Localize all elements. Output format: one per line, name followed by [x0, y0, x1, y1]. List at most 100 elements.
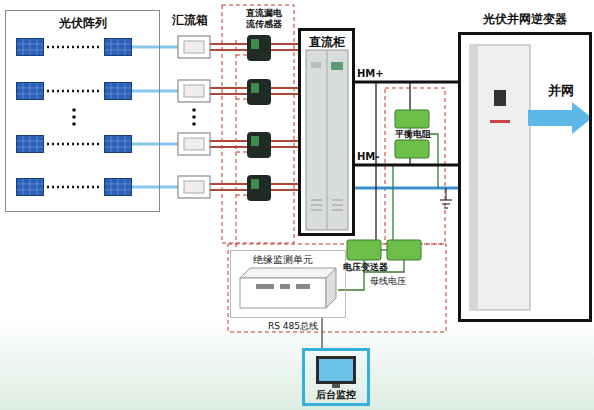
connector-line: [355, 164, 458, 167]
node-text: 后台监控: [305, 388, 367, 402]
combiner-box: [178, 176, 210, 198]
inverter-cabinet: [490, 120, 510, 123]
pv-panel: [17, 83, 44, 100]
dc-cabinet-illustration: [306, 50, 348, 230]
dashed-signal-line: [222, 5, 446, 332]
ellipsis-dots: [192, 115, 196, 119]
monitoring-device: [296, 284, 310, 289]
leakage-current-sensor: [247, 132, 271, 158]
combiner-box: [178, 36, 210, 198]
ellipsis-dots: [72, 122, 76, 126]
monitor-screen: [316, 356, 356, 388]
output-label: 并网: [548, 82, 574, 100]
ground-line: [355, 187, 458, 190]
ground-symbol: [440, 188, 452, 208]
ground-symbol: [445, 188, 446, 200]
combiner-box: [178, 80, 210, 102]
combiner-box: [184, 85, 204, 97]
ellipsis-dots: [72, 108, 196, 126]
ground-symbol: [440, 199, 452, 200]
voltage-transmitter: [347, 240, 381, 260]
wire: [429, 134, 438, 188]
pv-string-cable: [132, 143, 178, 146]
pv-panel: [17, 39, 44, 56]
ground-symbol: [442, 203, 450, 204]
dc-cabinet-illustration: [311, 62, 321, 68]
floor-gradient: [0, 320, 594, 410]
pv-string-cable: [132, 186, 178, 189]
ellipsis-dots: [192, 122, 196, 126]
pv-panel: [17, 39, 132, 196]
leakage-current-sensor: [247, 35, 271, 201]
dc-cabinet-illustration: [327, 50, 328, 230]
dc-cabinet-illustration: [331, 62, 343, 70]
edge-label: RS 485总线: [258, 320, 318, 333]
balance-resistor: [395, 140, 429, 158]
leakage-current-sensor: [247, 79, 271, 105]
dashed-signal-line: [236, 152, 248, 153]
pv-panel: [17, 136, 44, 153]
ellipsis-dots: [72, 108, 76, 112]
dashed-signal-line: [236, 55, 248, 56]
dashed-signal-line: [236, 195, 248, 196]
dc-cabinet-illustration: [306, 50, 348, 230]
edge-label: HM-: [357, 151, 379, 162]
leakage-current-sensor: [251, 39, 259, 49]
monitoring-device: [256, 284, 274, 289]
pv-string-cable: [132, 46, 178, 49]
backend-box: 后台监控: [302, 348, 370, 406]
connector-line: [355, 81, 458, 84]
inverter-cabinet: [494, 90, 506, 106]
balance-resistor: [395, 110, 429, 128]
dashed-signal-line: [385, 88, 445, 244]
pv-string-cable: [132, 47, 178, 187]
edge-label: HM+: [357, 68, 384, 79]
wire: [409, 158, 410, 165]
dashed-signal-line: [222, 5, 294, 243]
leakage-current-sensor: [251, 83, 259, 93]
monitor-unit-box: 绝缘监测单元: [230, 250, 346, 318]
dashed-signal-line: [236, 99, 248, 100]
part-label: 电压变送器: [343, 261, 388, 274]
combiner-box: [184, 138, 204, 150]
wire: [381, 249, 387, 250]
panel-dotted-link: [47, 143, 102, 146]
dashed-signal-line: [236, 40, 237, 250]
dc-cable: [210, 44, 298, 190]
wire: [392, 165, 393, 240]
node-text: 绝缘监测单元: [253, 253, 313, 267]
pv-panel: [105, 136, 132, 153]
combiner-box: [178, 36, 210, 58]
node-text: 直流柜: [301, 34, 352, 51]
pv-string-cable: [132, 90, 178, 93]
ground-line: [355, 187, 458, 190]
monitor-screen: [319, 359, 353, 381]
monitoring-device: [240, 278, 326, 308]
monitor-screen: [332, 384, 340, 388]
combiner-box: [184, 181, 204, 193]
group-box: 光伏阵列: [5, 10, 160, 212]
part-label: 平衡电阻: [395, 128, 431, 141]
panel-dotted-link: [47, 186, 102, 189]
leakage-current-sensor: [247, 175, 271, 201]
cabinet-box: 直流柜: [298, 28, 355, 236]
grid-arrow: [528, 102, 592, 134]
ground-symbol: [444, 207, 448, 208]
node-text: 光伏阵列: [6, 15, 159, 32]
voltage-transmitter: [347, 240, 421, 260]
part-label: 汇流箱: [172, 12, 208, 29]
ellipsis-dots: [72, 115, 76, 119]
inverter-cabinet: [470, 45, 530, 310]
combiner-box: [184, 41, 204, 53]
signal-label: 母线电压: [370, 275, 406, 288]
pv-panel: [105, 179, 132, 196]
combiner-box: [178, 133, 210, 155]
inverter-cabinet: [470, 45, 530, 310]
pv-panel: [105, 39, 132, 56]
connector-line: [321, 318, 323, 348]
inverter-cabinet: [470, 45, 478, 310]
